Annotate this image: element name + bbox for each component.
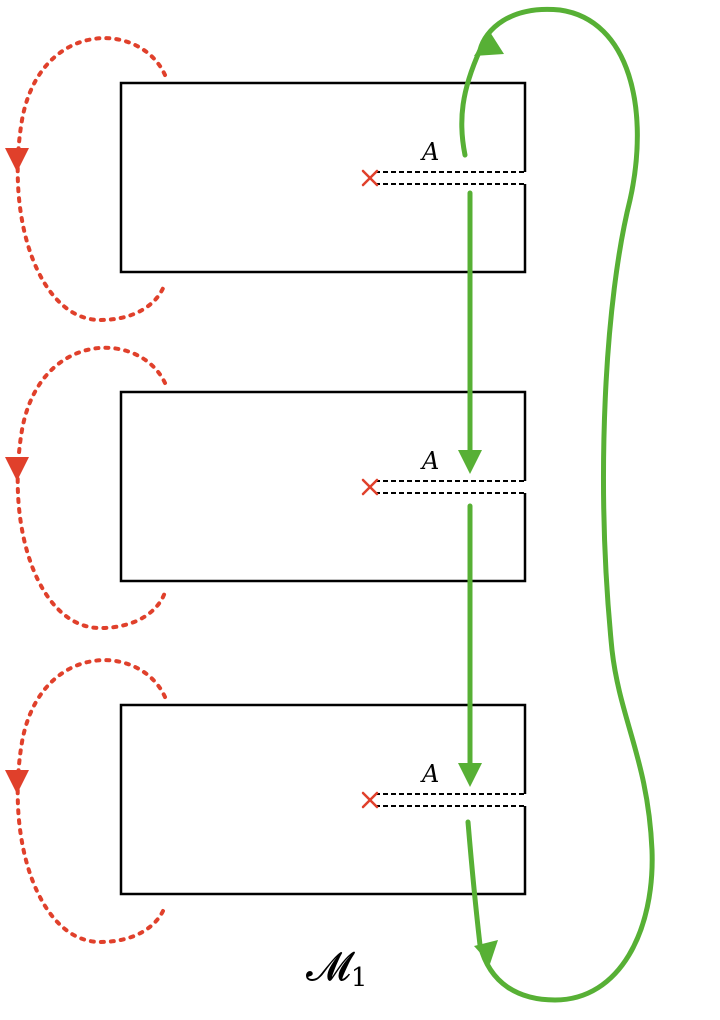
green-monodromy-path (458, 6, 655, 1003)
sheet-1: A (5, 36, 527, 323)
red-loop-2 (15, 345, 167, 631)
manifold-symbol: 𝓜 (306, 944, 355, 990)
manifold-subscript: 1 (351, 963, 368, 993)
branch-point-2-cross (361, 478, 379, 496)
green-arrowhead-bottom (474, 940, 498, 964)
sheet-1-rectangle (119, 81, 527, 274)
green-arrowhead-top (474, 32, 504, 56)
red-arrowhead-1 (5, 148, 29, 172)
sheet-3-rectangle (119, 703, 527, 896)
red-arrowhead-2 (5, 457, 29, 481)
manifold-label: 𝓜1 (306, 944, 367, 993)
sheet-3: A (5, 658, 527, 945)
red-arrowhead-3 (5, 770, 29, 794)
sheet-2: A (5, 345, 527, 631)
branch-point-3-cross (361, 791, 379, 809)
branch-point-1-cross (361, 169, 379, 187)
branch-cut-3-label: A (420, 760, 439, 788)
branch-cut-1-label: A (420, 138, 439, 166)
green-return-loop (459, 6, 655, 1003)
branch-cut-2-label: A (420, 447, 439, 475)
green-arrowhead-sheet-2 (458, 450, 482, 474)
green-arrowhead-sheet-3 (458, 763, 482, 787)
sheet-2-rectangle (119, 390, 527, 583)
